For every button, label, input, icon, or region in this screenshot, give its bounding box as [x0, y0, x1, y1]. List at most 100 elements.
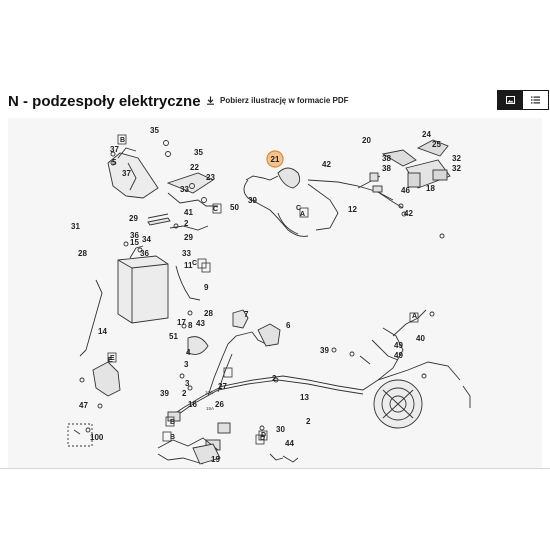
part-number-36[interactable]: 36: [130, 231, 139, 240]
part-number-20[interactable]: 20: [362, 136, 371, 145]
diagram-drawing: [67, 139, 471, 465]
list-view-button[interactable]: [523, 91, 548, 109]
section-box-A: [299, 207, 309, 218]
part-number-2[interactable]: 2: [306, 417, 311, 426]
part-number-34[interactable]: 34: [142, 235, 151, 244]
fuse-label: 10A: [205, 390, 213, 395]
part-number-49[interactable]: 49: [394, 351, 403, 360]
part-number-15[interactable]: 15: [130, 238, 139, 247]
highlight-marker-21[interactable]: [266, 150, 284, 168]
part-number-47[interactable]: 47: [79, 401, 88, 410]
page-header: N - podzespoły elektryczne Pobierz ilust…: [0, 0, 550, 120]
download-icon: [207, 96, 214, 105]
part-number-A[interactable]: A: [300, 211, 305, 218]
section-box-E: [107, 352, 117, 363]
part-number-50[interactable]: 50: [230, 203, 239, 212]
image-view-icon: [506, 96, 515, 104]
part-number-2[interactable]: 2: [272, 374, 277, 383]
part-number-44[interactable]: 44: [285, 439, 294, 448]
part-number-2[interactable]: 2: [184, 219, 189, 228]
part-number-39[interactable]: 39: [248, 196, 257, 205]
part-number-26[interactable]: 26: [215, 400, 224, 409]
part-number-13[interactable]: 13: [300, 393, 309, 402]
download-pdf-label: Pobierz ilustrację w formacie PDF: [220, 96, 349, 105]
part-number-A[interactable]: A: [412, 313, 417, 320]
part-number-29[interactable]: 29: [184, 233, 193, 242]
part-number-25[interactable]: 25: [432, 140, 441, 149]
part-number-E[interactable]: E: [110, 355, 115, 362]
part-number-D[interactable]: D: [260, 435, 265, 442]
part-number-31[interactable]: 31: [71, 222, 80, 231]
section-box-B: [162, 431, 172, 442]
part-number-28[interactable]: 28: [204, 309, 213, 318]
part-number-21: 21: [271, 155, 280, 164]
part-number-35[interactable]: 35: [150, 126, 159, 135]
section-box-D: [255, 434, 265, 445]
part-number-9[interactable]: 9: [204, 283, 209, 292]
section-box-E: [223, 367, 233, 378]
image-view-button[interactable]: [498, 91, 523, 109]
part-number-6[interactable]: 6: [286, 321, 291, 330]
part-number-E[interactable]: E: [108, 357, 113, 364]
part-number-16[interactable]: 16: [188, 400, 197, 409]
part-number-51[interactable]: 51: [169, 332, 178, 341]
part-number-42[interactable]: 42: [322, 160, 331, 169]
part-number-22[interactable]: 22: [190, 163, 199, 172]
section-box-A: [409, 312, 419, 323]
part-number-19[interactable]: 19: [211, 455, 220, 464]
part-number-8[interactable]: 8: [188, 321, 193, 330]
fuse-label: 15A: [206, 406, 214, 411]
part-number-3[interactable]: 3: [184, 360, 189, 369]
part-number-39[interactable]: 39: [320, 346, 329, 355]
section-box-C: [212, 203, 222, 214]
part-number-37[interactable]: 37: [110, 145, 119, 154]
part-number-12[interactable]: 12: [348, 205, 357, 214]
part-number-B[interactable]: B: [120, 137, 125, 144]
part-number-23[interactable]: 23: [206, 173, 215, 182]
part-number-27[interactable]: 27: [218, 382, 227, 391]
part-number-18[interactable]: 18: [426, 184, 435, 193]
part-number-37[interactable]: 37: [122, 169, 131, 178]
part-number-40[interactable]: 40: [416, 334, 425, 343]
section-box-D: [258, 430, 268, 441]
part-number-42[interactable]: 42: [404, 209, 413, 218]
part-number-43[interactable]: 43: [196, 319, 205, 328]
part-number-100[interactable]: 100: [90, 433, 104, 442]
part-number-D[interactable]: D: [261, 432, 266, 439]
diagram-svg: 21 352024B253735324238322238537462318333…: [67, 126, 471, 465]
part-number-B[interactable]: B: [170, 434, 175, 441]
part-number-38[interactable]: 38: [382, 154, 391, 163]
part-number-B[interactable]: B: [170, 419, 175, 426]
fuse-labels: 10A 15A: [205, 390, 214, 411]
part-number-14[interactable]: 14: [98, 327, 107, 336]
part-number-32[interactable]: 32: [452, 164, 461, 173]
part-number-11[interactable]: 11: [184, 261, 193, 270]
part-number-46[interactable]: 46: [401, 186, 410, 195]
part-number-2[interactable]: 2: [182, 389, 187, 398]
download-pdf-link[interactable]: Pobierz ilustrację w formacie PDF: [206, 96, 348, 105]
part-number-33[interactable]: 33: [182, 249, 191, 258]
part-number-35[interactable]: 35: [194, 148, 203, 157]
part-number-38[interactable]: 38: [382, 164, 391, 173]
part-number-3[interactable]: 3: [185, 379, 190, 388]
part-number-32[interactable]: 32: [452, 154, 461, 163]
part-number-C[interactable]: C: [213, 206, 218, 213]
part-number-C[interactable]: C: [296, 205, 301, 212]
part-number-C[interactable]: C: [192, 260, 197, 267]
part-number-24[interactable]: 24: [422, 130, 431, 139]
part-number-41[interactable]: 41: [184, 208, 193, 217]
part-number-5[interactable]: 5: [112, 158, 117, 167]
section-box-B: [165, 416, 175, 427]
part-number-29[interactable]: 29: [129, 214, 138, 223]
part-number-36[interactable]: 36: [140, 249, 149, 258]
part-number-17[interactable]: 17: [177, 318, 186, 327]
part-number-30[interactable]: 30: [276, 425, 285, 434]
part-number-28[interactable]: 28: [78, 249, 87, 258]
part-number-4[interactable]: 4: [186, 348, 191, 357]
part-number-39[interactable]: 39: [160, 389, 169, 398]
part-number-33[interactable]: 33: [180, 185, 189, 194]
view-toggle: [497, 90, 549, 110]
part-number-7[interactable]: 7: [244, 310, 249, 319]
part-number-49[interactable]: 49: [394, 341, 403, 350]
